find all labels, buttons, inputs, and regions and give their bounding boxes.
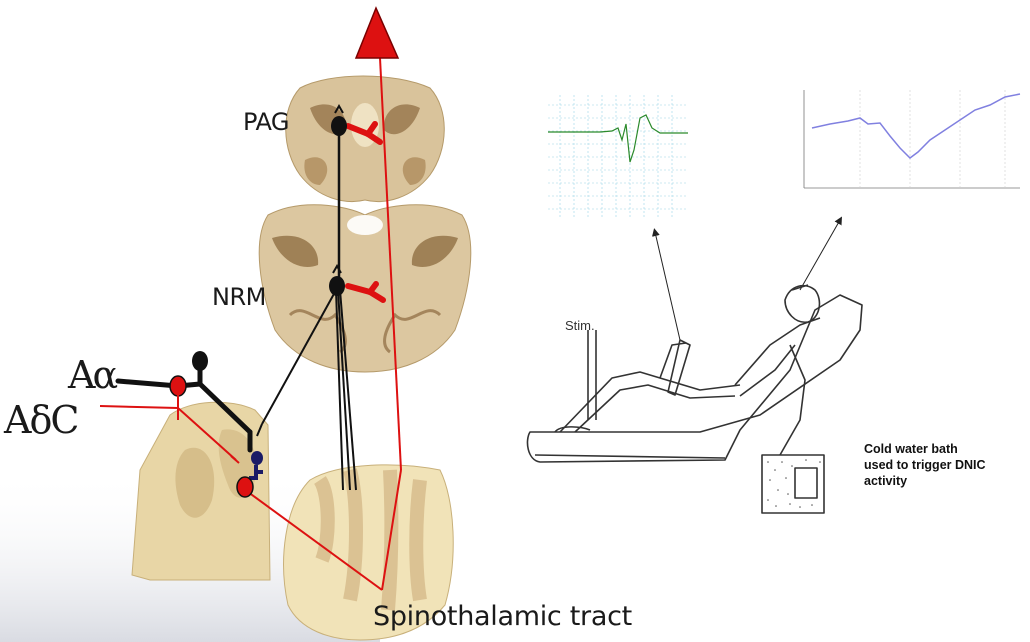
stim-label: Stim.: [565, 318, 595, 333]
caption-line-1: Cold water bath: [864, 441, 1030, 457]
projection-neuron-icon: [237, 477, 253, 497]
reflex-trace-panel: [790, 88, 1022, 200]
pag-neuron-icon: [331, 116, 347, 136]
pag-label: PAG: [243, 108, 289, 136]
a-alpha-ganglion-icon: [170, 376, 186, 396]
red-triangle-icon: [356, 8, 398, 58]
nrm-label: NRM: [212, 283, 266, 311]
midbrain-section: [286, 76, 445, 202]
arrow-to-emg: [655, 232, 680, 340]
a-alpha-neuron-icon: [192, 351, 208, 371]
a-delta-c-label: AδC: [4, 398, 77, 442]
spinothalamic-tract-label: Spinothalamic tract: [373, 601, 632, 632]
cold-water-caption: Cold water bath used to trigger DNIC act…: [864, 441, 1030, 489]
arrow-to-reflex: [800, 220, 840, 290]
caption-line-3: activity: [864, 473, 1030, 489]
emg-trace-panel: [548, 95, 688, 217]
caption-line-2: used to trigger DNIC: [864, 457, 1030, 473]
nrm-neuron-icon: [329, 276, 345, 296]
a-alpha-label: Aα: [68, 353, 115, 397]
